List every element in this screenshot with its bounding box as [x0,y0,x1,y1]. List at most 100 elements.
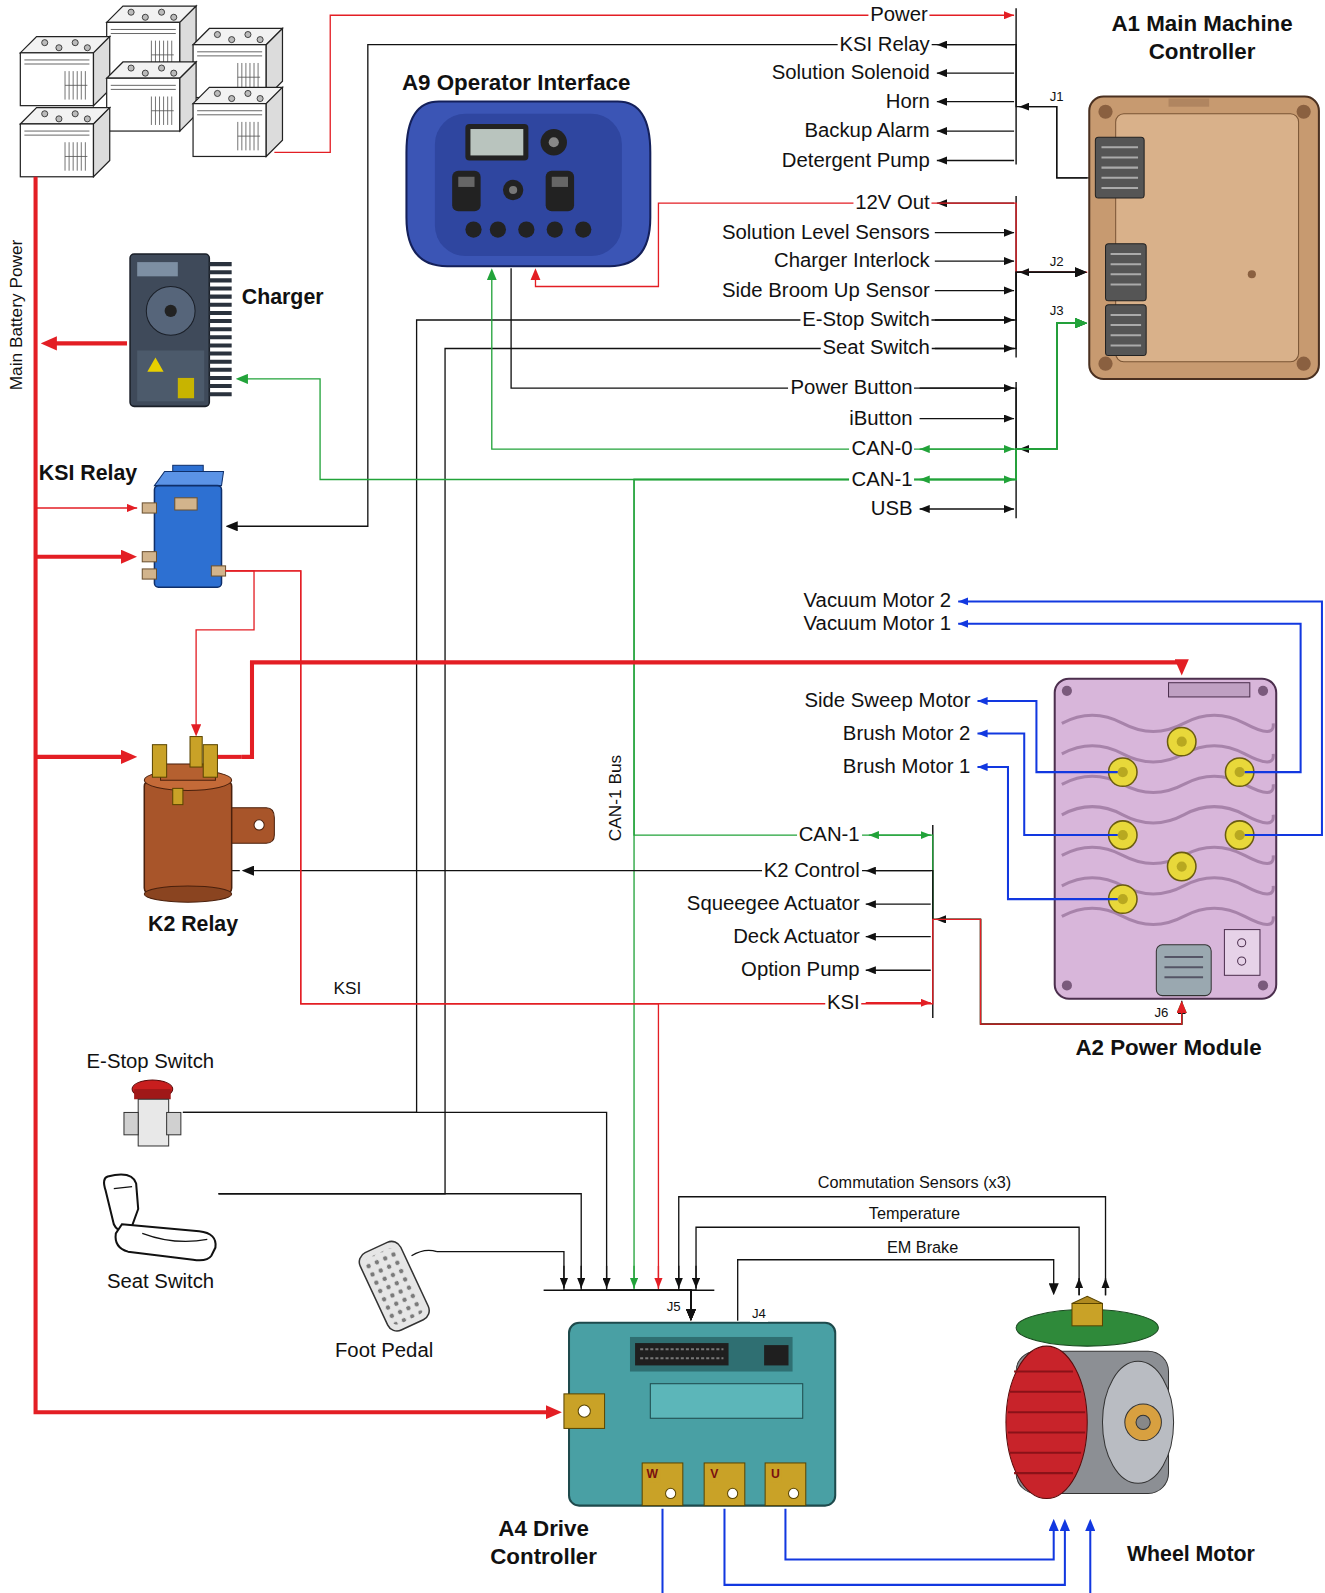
drive-controller-illustration [640,1349,723,1358]
signal-label: Power Button [789,375,915,400]
operator-interface-illustration [518,221,534,237]
component-label: A1 Main Machine Controller [1081,10,1324,66]
signal-label: Solution Level Sensors [720,220,932,245]
operator-interface-illustration [435,114,622,256]
power-module-illustration [1156,945,1211,996]
wire-connector [492,276,1079,449]
main-controller-illustration [1095,137,1144,198]
operator-interface-illustration [552,177,568,187]
pin-wire [866,936,931,937]
wire-connector [242,662,1182,756]
ksi-relay-illustration [154,471,223,485]
wire-connector [724,1509,1064,1585]
wheel-motor-illustration [1006,1296,1174,1498]
main-controller-illustration [1089,97,1319,379]
signal-label: Temperature [867,1203,962,1223]
drive-controller-illustration [635,1343,728,1365]
pin-wire [178,45,1182,1319]
power-module-illustration [1224,930,1260,976]
operator-interface-illustration [541,129,567,155]
k2-relay-illustration [229,808,275,844]
battery-pack [107,62,196,131]
power-module-illustration [1235,767,1245,777]
main-controller-illustration [1089,97,1319,379]
drive-controller-illustration [564,1394,605,1429]
drive-controller-illustration [642,1463,683,1506]
k2-relay-illustration [144,737,274,903]
main-controller-illustration [1111,254,1141,284]
signal-label: Solution Solenoid [770,60,932,85]
main-controller-illustration [1297,105,1311,119]
signal-label: 12V Out [853,190,932,215]
connector-tag: U [769,1468,782,1483]
motor-wire [958,601,1322,899]
wire-connector [234,45,1088,527]
signal-label: Horn [884,89,932,114]
estop-illustration [138,1099,168,1146]
signal-label: Brush Motor 2 [841,721,973,746]
power-module-illustration [1118,894,1128,904]
wheel-motor-illustration [1006,1346,1087,1498]
component-label: A9 Operator Interface [400,69,632,97]
battery-pack [20,108,109,177]
pin-wire [935,260,1014,261]
battery-pack [20,37,109,106]
power-module-illustration [1118,767,1128,777]
signal-label: E-Stop Switch [800,307,932,332]
power-module-illustration [1055,679,1277,999]
wheel-motor-illustration [1008,1372,1085,1474]
seat-illustration [114,1187,207,1242]
wire-connector [226,571,1182,1024]
power-module-illustration [1238,939,1246,947]
pin-wire [937,130,1014,131]
charger-illustration [130,254,209,406]
component-box: Wheel Motor [991,1295,1184,1519]
signal-label: Side Broom Up Sensor [720,278,932,303]
component-label: E-Stop Switch [85,1049,217,1074]
power-module-illustration [1118,830,1128,840]
connector-tag: J4 [750,1305,768,1322]
drive-controller-illustration [704,1463,745,1506]
operator-interface-illustration [547,221,563,237]
signal-label: Seat Switch [821,336,932,361]
operator-interface-illustration [465,221,481,237]
component-box: Seat Switch [102,1170,219,1261]
wire-connector [663,1509,1091,1593]
component-box: A1 Main Machine Controller [1087,93,1321,381]
power-module-illustration [1169,683,1250,697]
wire-connector [634,323,1182,1024]
operator-interface-illustration [465,124,528,161]
seat-illustration [116,1224,216,1260]
main-controller-illustration [1098,357,1112,371]
connector-tag: J5 [665,1298,683,1315]
operator-interface-illustration [452,171,480,212]
charger-illustration [137,262,178,276]
k2-relay-illustration [173,788,183,804]
signal-label: Deck Actuator [731,924,861,949]
component-label: Foot Pedal [333,1338,435,1363]
signal-label: Brush Motor 1 [841,754,973,779]
pin-wire [935,232,1014,233]
ksi-wire [217,757,930,1288]
wire-connector [511,268,1079,449]
main-controller-illustration [1106,305,1147,356]
pin-wire [937,160,1014,161]
component-label: Wheel Motor [1125,1541,1257,1568]
k2-relay-illustration [144,780,231,894]
operator-interface-illustration [509,186,517,194]
drive-controller-illustration [564,1323,835,1506]
wheel-motor-illustration [1072,1296,1102,1303]
main-battery-wire [36,177,550,1412]
power-module-illustration [1062,715,1273,924]
connector-tag: W [645,1468,661,1483]
signal-label: Vacuum Motor 1 [802,611,954,636]
seat-illustration [104,1175,216,1261]
ksi-relay-illustration [142,552,156,562]
power-module-illustration [1177,737,1187,747]
estop-illustration [124,1080,181,1146]
signal-label: CAN-1 [850,467,915,492]
power-module-illustration [1109,727,1254,913]
